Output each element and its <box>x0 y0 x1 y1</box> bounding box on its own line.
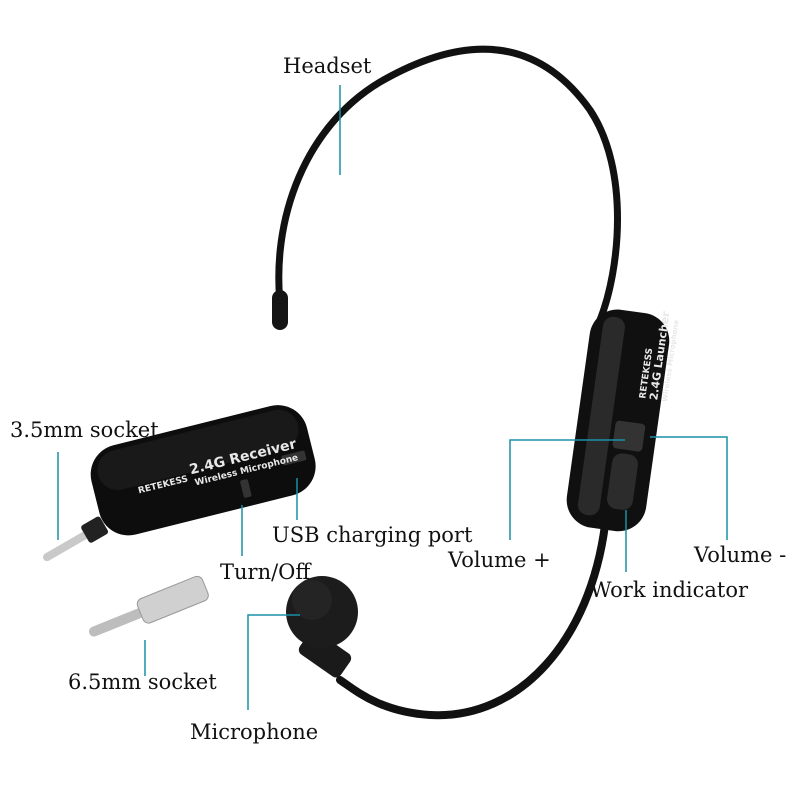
headset-band <box>275 45 621 324</box>
label-35mm-socket: 3.5mm socket <box>10 418 159 442</box>
label-turn-off: Turn/Off <box>220 560 311 584</box>
volume-buttons <box>612 420 646 452</box>
leader-volume-minus <box>650 436 728 540</box>
leader-volume-plus <box>509 439 625 540</box>
usb-port <box>281 450 307 466</box>
label-volume-plus: Volume + <box>448 548 551 572</box>
label-headset: Headset <box>283 54 372 78</box>
power-switch <box>240 479 252 498</box>
label-work-indicator: Work indicator <box>590 578 749 602</box>
transmitter-body: RETEKESS 2.4G Launcher Wireless Micropho… <box>566 309 681 532</box>
headset-tip <box>272 290 288 330</box>
leader-lines <box>57 85 728 710</box>
label-volume-minus: Volume - <box>694 543 787 567</box>
label-usb-charging-port: USB charging port <box>272 523 473 547</box>
receiver-body: RETEKESS 2.4G Receiver Wireless Micropho… <box>90 405 316 536</box>
adapter-65mm <box>88 575 209 637</box>
label-microphone: Microphone <box>190 720 319 744</box>
label-65mm-socket: 6.5mm socket <box>68 670 217 694</box>
leader-microphone <box>247 614 300 710</box>
mic-windscreen-highlight <box>292 580 332 620</box>
gooseneck <box>336 521 609 720</box>
work-indicator-panel <box>607 453 638 510</box>
plug-35mm <box>42 516 109 562</box>
